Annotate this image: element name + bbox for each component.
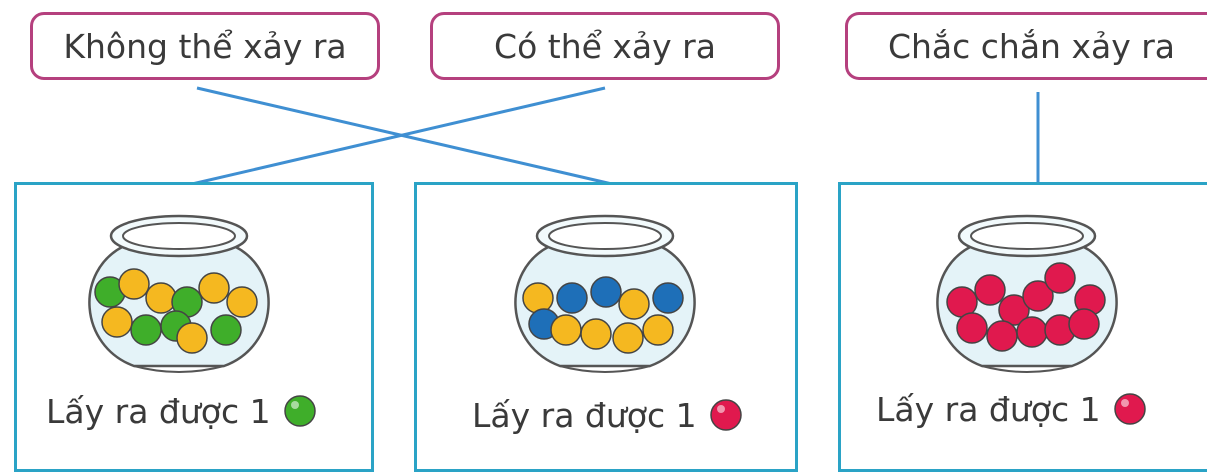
jar-3-caption: Lấy ra được 1 [876,384,1147,434]
jar-3-caption-text: Lấy ra được 1 [876,389,1101,429]
jar-2-blue-yellow [514,214,696,373]
label-co-the-xay-ra[interactable]: Có thể xảy ra [430,12,780,80]
jar-3-red [936,214,1118,373]
label-khong-the-xay-ra[interactable]: Không thể xảy ra [30,12,380,80]
jar-2-caption-text: Lấy ra được 1 [472,395,697,435]
jar-1-caption: Lấy ra được 1 [46,386,317,436]
label-chac-chan-xay-ra[interactable]: Chắc chắn xảy ra [845,12,1207,80]
jar-2-caption: Lấy ra được 1 [472,390,743,440]
red-marble-icon [1113,393,1146,425]
jar-1-caption-text: Lấy ra được 1 [46,391,271,431]
jar-1-green-yellow [88,214,270,373]
green-marble-icon [283,395,316,427]
connector-co-the-to-jar-1 [191,86,606,186]
connector-lines [191,86,1040,186]
red-marble-icon [709,399,742,431]
